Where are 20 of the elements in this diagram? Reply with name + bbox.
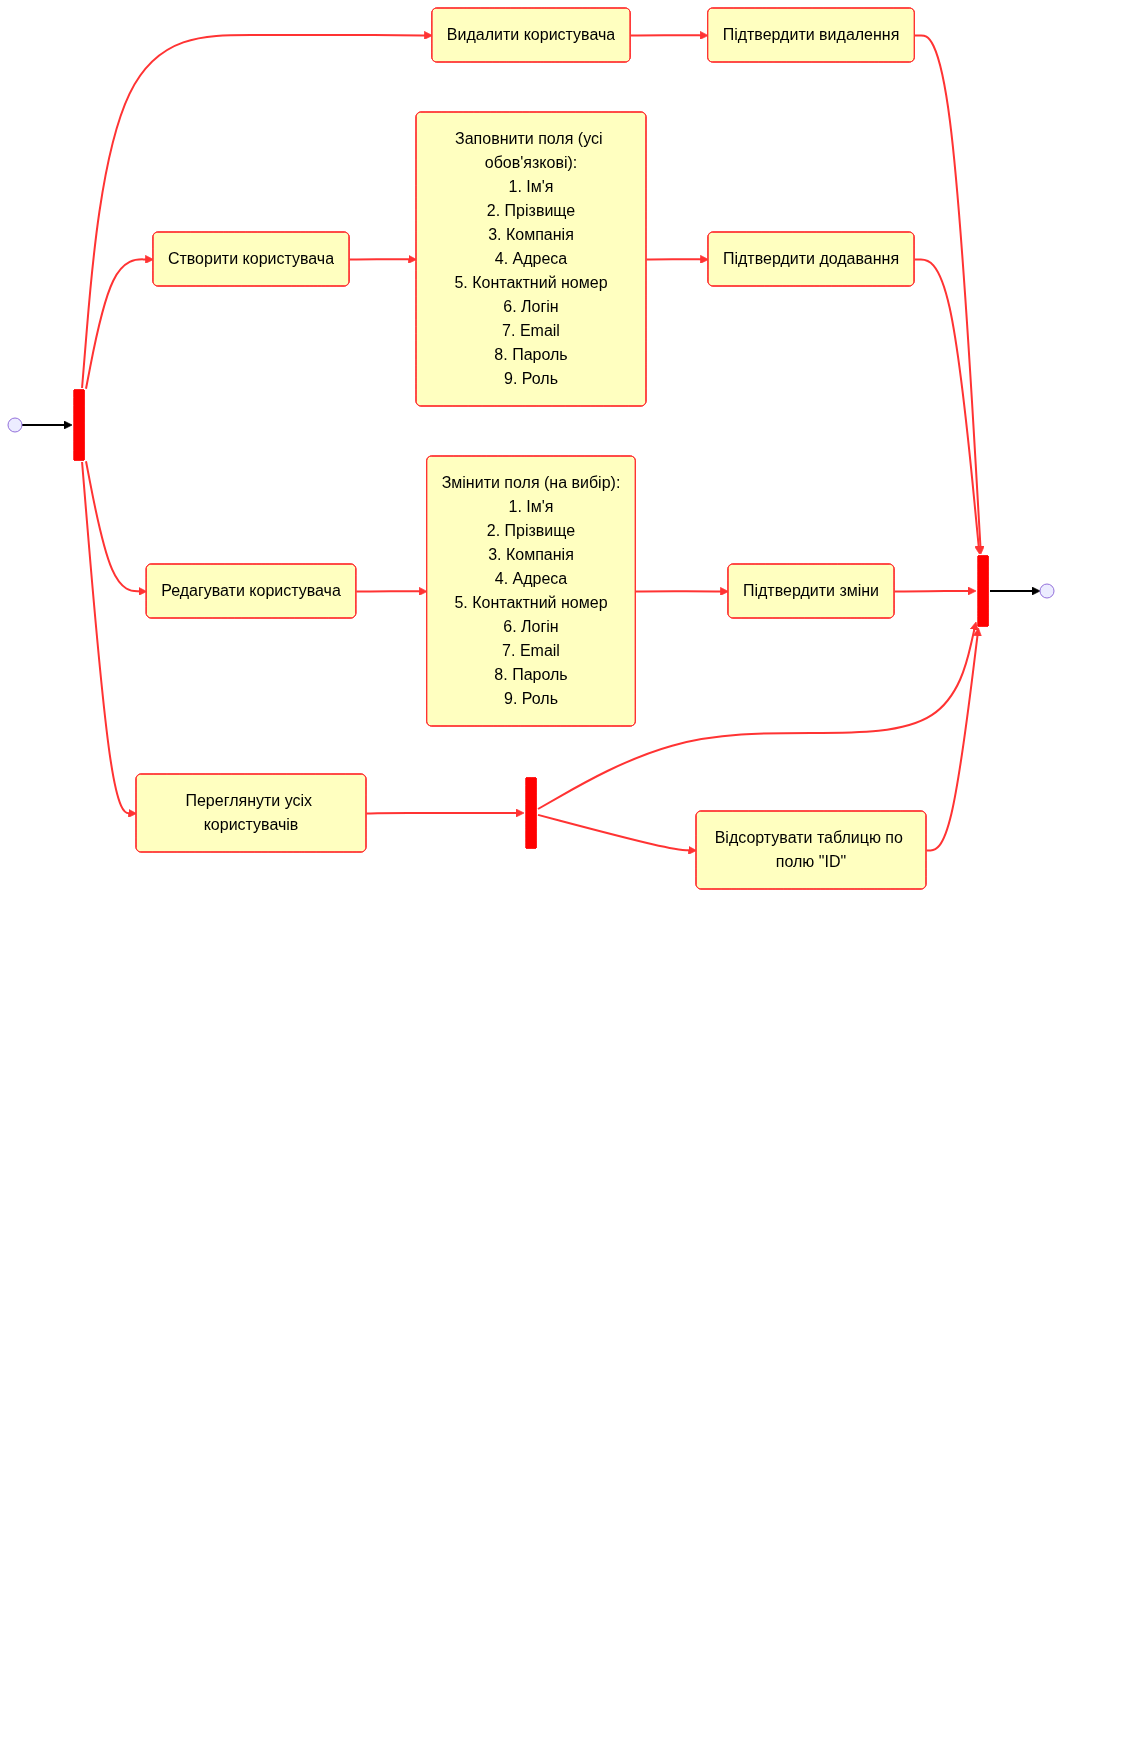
arrow [537, 813, 697, 855]
arrow [893, 586, 977, 596]
arrow [989, 586, 1041, 596]
node-circle [7, 417, 23, 433]
arrow [645, 255, 709, 264]
arrow [348, 254, 417, 264]
arrow [85, 460, 148, 596]
arrow [81, 31, 433, 389]
arrow [925, 627, 982, 852]
arrow [537, 621, 979, 810]
arrow [629, 31, 709, 40]
arrow [365, 808, 525, 818]
node-circle [1039, 583, 1055, 599]
arrow [913, 34, 985, 555]
arrow [81, 461, 137, 818]
arrow [634, 587, 729, 596]
arrow [913, 258, 984, 555]
arrow [85, 255, 154, 390]
arrow [21, 420, 73, 430]
arrow [355, 587, 428, 596]
